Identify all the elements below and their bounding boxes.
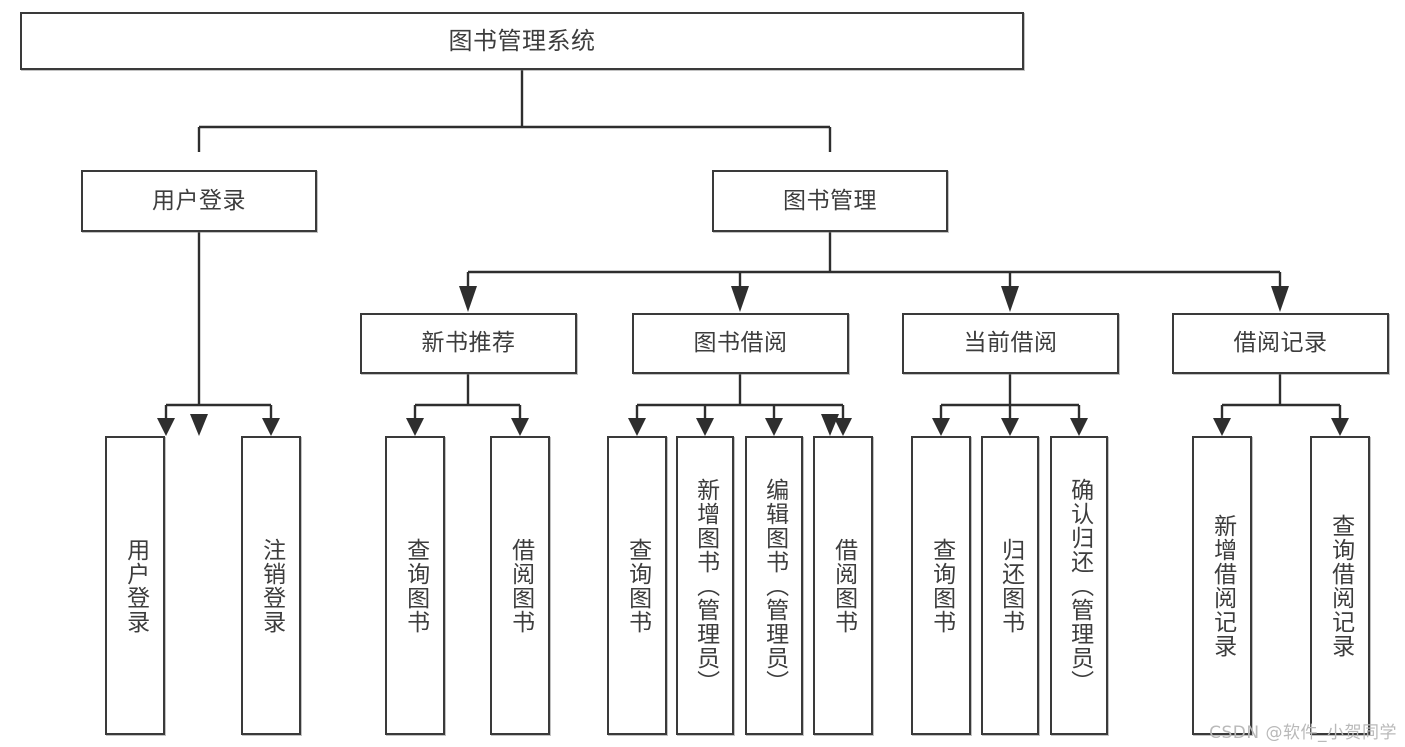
node-label: 确认归还（管理员） (1066, 477, 1093, 694)
node-borrow-record[interactable]: 借阅记录 (1172, 313, 1389, 374)
leaf-borrow-book-1[interactable]: 借阅图书 (490, 436, 550, 735)
node-label: 当前借阅 (963, 330, 1058, 357)
leaf-query-book-2[interactable]: 查询图书 (607, 436, 667, 735)
leaf-add-book[interactable]: 新增图书（管理员） (676, 436, 734, 735)
node-label: 查询借阅记录 (1327, 513, 1354, 658)
leaf-query-book-3[interactable]: 查询图书 (911, 436, 971, 735)
node-label: 查询图书 (402, 537, 429, 634)
leaf-logout-login[interactable]: 注销登录 (241, 436, 301, 735)
leaf-borrow-book-2[interactable]: 借阅图书 (813, 436, 873, 735)
leaf-edit-book[interactable]: 编辑图书（管理员） (745, 436, 803, 735)
node-label: 归还图书 (997, 537, 1024, 634)
node-label: 图书借阅 (693, 330, 788, 357)
node-book-borrow[interactable]: 图书借阅 (632, 313, 849, 374)
node-label: 用户登录 (122, 537, 149, 634)
node-label: 新增图书（管理员） (692, 477, 719, 694)
node-label: 图书管理系统 (448, 27, 596, 55)
node-label: 查询图书 (928, 537, 955, 634)
node-label: 注销登录 (258, 537, 285, 634)
node-label: 用户登录 (152, 187, 246, 214)
leaf-query-book-1[interactable]: 查询图书 (385, 436, 445, 735)
node-label: 借阅图书 (507, 537, 534, 634)
node-label: 新书推荐 (421, 330, 516, 357)
node-book-manage[interactable]: 图书管理 (712, 170, 948, 232)
node-user-login[interactable]: 用户登录 (81, 170, 317, 232)
leaf-confirm-return[interactable]: 确认归还（管理员） (1050, 436, 1108, 735)
node-label: 图书管理 (783, 187, 877, 214)
node-label: 查询图书 (624, 537, 651, 634)
node-label: 借阅图书 (830, 537, 857, 634)
node-new-book-recommend[interactable]: 新书推荐 (360, 313, 577, 374)
watermark-text: CSDN @软件_小贺同学 (1209, 723, 1397, 743)
node-current-borrow[interactable]: 当前借阅 (902, 313, 1119, 374)
leaf-add-record[interactable]: 新增借阅记录 (1192, 436, 1252, 735)
node-label: 借阅记录 (1233, 330, 1328, 357)
leaf-user-login[interactable]: 用户登录 (105, 436, 165, 735)
leaf-query-record[interactable]: 查询借阅记录 (1310, 436, 1370, 735)
node-root-system[interactable]: 图书管理系统 (20, 12, 1024, 70)
node-label: 编辑图书（管理员） (761, 477, 788, 694)
leaf-return-book[interactable]: 归还图书 (981, 436, 1039, 735)
node-label: 新增借阅记录 (1209, 513, 1236, 658)
